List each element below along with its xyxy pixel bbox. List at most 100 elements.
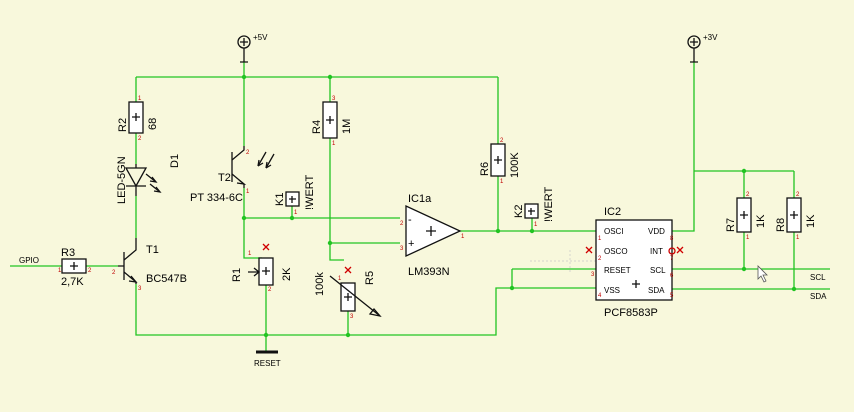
r2-value: 68 <box>147 118 159 130</box>
resistor-r4[interactable]: 3 1 R4 1M <box>311 96 353 147</box>
wires <box>10 62 830 352</box>
supply-5v-symbol: +5V <box>237 33 268 63</box>
pin-number: 3 <box>350 314 354 320</box>
phototransistor-t2[interactable]: 2 1 T2 PT 334-6C <box>190 146 275 204</box>
r4-value: 1M <box>341 119 353 134</box>
pin-number: 1 <box>534 222 538 228</box>
r1-ref: R1 <box>231 268 243 282</box>
pin-number: 1 <box>461 234 465 240</box>
pin-number: 1 <box>246 189 250 195</box>
ic1a-ref: IC1a <box>408 193 432 205</box>
scl-label: SCL <box>810 273 826 282</box>
r6-ref: R6 <box>479 162 491 176</box>
resistor-r8[interactable]: 2 1 R8 1K <box>775 192 817 241</box>
k1-ref: K1 <box>274 193 286 206</box>
t2-ref: T2 <box>218 172 231 184</box>
pin-number: 3 <box>591 272 595 278</box>
ic1a-plus: + <box>408 238 414 250</box>
ic2-pin-int: INT <box>650 247 663 256</box>
r5-ref: R5 <box>364 271 376 285</box>
resistor-r6[interactable]: 2 1 R6 100K <box>479 138 521 185</box>
pin-number: 1 <box>598 236 602 242</box>
pin-number: 1 <box>746 235 750 241</box>
pin-number: 4 <box>598 293 602 299</box>
comparator-ic1a[interactable]: - + 2 3 1 IC1a LM393N <box>400 193 465 278</box>
ic2-pin-scl: SCL <box>650 266 666 275</box>
pin-number: 1 <box>248 251 252 257</box>
pin-number: 1 <box>294 210 298 216</box>
led-d1[interactable]: LED-5GN D1 <box>116 154 181 204</box>
pin-number: 1 <box>332 141 336 147</box>
pin-number: 5 <box>670 293 674 299</box>
d1-ref: D1 <box>169 154 181 168</box>
t2-value: PT 334-6C <box>190 192 243 204</box>
potentiometer-r1[interactable]: 1 2 R1 2K <box>231 243 293 293</box>
resistor-r7[interactable]: 2 1 R7 1K <box>725 192 767 241</box>
sda-label: SDA <box>810 292 827 301</box>
pin-number: 2 <box>400 221 404 227</box>
ic2-pin-vss: VSS <box>604 286 620 295</box>
mouse-cursor-icon <box>757 265 768 283</box>
r7-ref: R7 <box>725 218 737 232</box>
bus-labels: SCL SDA <box>810 273 827 301</box>
pin-number: 2 <box>246 150 250 156</box>
pin-number: 8 <box>670 236 674 242</box>
k2-value: !WERT <box>543 186 555 222</box>
r3-ref: R3 <box>61 247 75 259</box>
pin-number: 1 <box>58 268 62 274</box>
rtc-ic2[interactable]: IC2 PCF8583P OSCI OSCO RESET VSS VDD INT… <box>530 206 684 319</box>
k1-value: !WERT <box>304 174 316 210</box>
junctions <box>241 74 797 338</box>
ic2-pin-reset: RESET <box>604 266 631 275</box>
ground-symbol: RESET <box>254 350 281 368</box>
connector-k2[interactable]: 1 K2 !WERT <box>513 186 555 228</box>
pin-number: 3 <box>332 96 336 102</box>
supply-5v-label: +5V <box>253 33 268 42</box>
ground-label: RESET <box>254 359 281 368</box>
transistor-t1[interactable]: 2 3 T1 BC547B <box>112 238 187 292</box>
pin-number: 2 <box>500 138 504 144</box>
r5-value: 100k <box>314 272 326 296</box>
ic2-pin-osci: OSCI <box>604 227 624 236</box>
supply-3v-symbol: +3V <box>687 33 718 63</box>
potentiometer-r5[interactable]: 1 3 100k R5 <box>314 266 382 320</box>
pin-number: 2 <box>796 192 800 198</box>
r1-value: 2K <box>281 267 293 281</box>
resistor-r2[interactable]: 1 2 R2 68 <box>117 96 159 142</box>
pin-number: 2 <box>88 268 92 274</box>
r4-ref: R4 <box>311 120 323 134</box>
pin-number: 1 <box>500 179 504 185</box>
pin-number: 2 <box>746 192 750 198</box>
ic2-value: PCF8583P <box>604 307 658 319</box>
r8-value: 1K <box>805 214 817 228</box>
ic1a-value: LM393N <box>408 266 450 278</box>
pin-number: 3 <box>138 286 142 292</box>
gpio-net-label: GPIO <box>19 256 39 265</box>
r7-value: 1K <box>755 214 767 228</box>
supply-3v-label: +3V <box>703 33 718 42</box>
resistor-r3[interactable]: 1 2 R3 2,7K <box>58 247 92 288</box>
ic1a-minus: - <box>408 214 412 226</box>
ic2-pin-sda: SDA <box>648 286 665 295</box>
pin-number: 2 <box>598 256 602 262</box>
pin-number: 7 <box>670 256 674 262</box>
r3-value: 2,7K <box>61 276 84 288</box>
pin-number: 2 <box>268 287 272 293</box>
pin-number: 3 <box>400 246 404 252</box>
t1-value: BC547B <box>146 273 187 285</box>
pin-number: 6 <box>670 273 674 279</box>
d1-value: LED-5GN <box>116 156 128 204</box>
pin-number: 1 <box>138 96 142 102</box>
r6-value: 100K <box>509 152 521 178</box>
r8-ref: R8 <box>775 218 787 232</box>
pin-number: 1 <box>338 276 342 282</box>
ic2-ref: IC2 <box>604 206 621 218</box>
ic2-pin-osco: OSCO <box>604 247 628 256</box>
connector-k1[interactable]: 1 K1 !WERT <box>274 174 316 216</box>
ic2-pin-vdd: VDD <box>648 227 665 236</box>
k2-ref: K2 <box>513 205 525 218</box>
t1-ref: T1 <box>146 244 159 256</box>
gpio-label: GPIO <box>19 256 39 265</box>
pin-number: 1 <box>796 235 800 241</box>
